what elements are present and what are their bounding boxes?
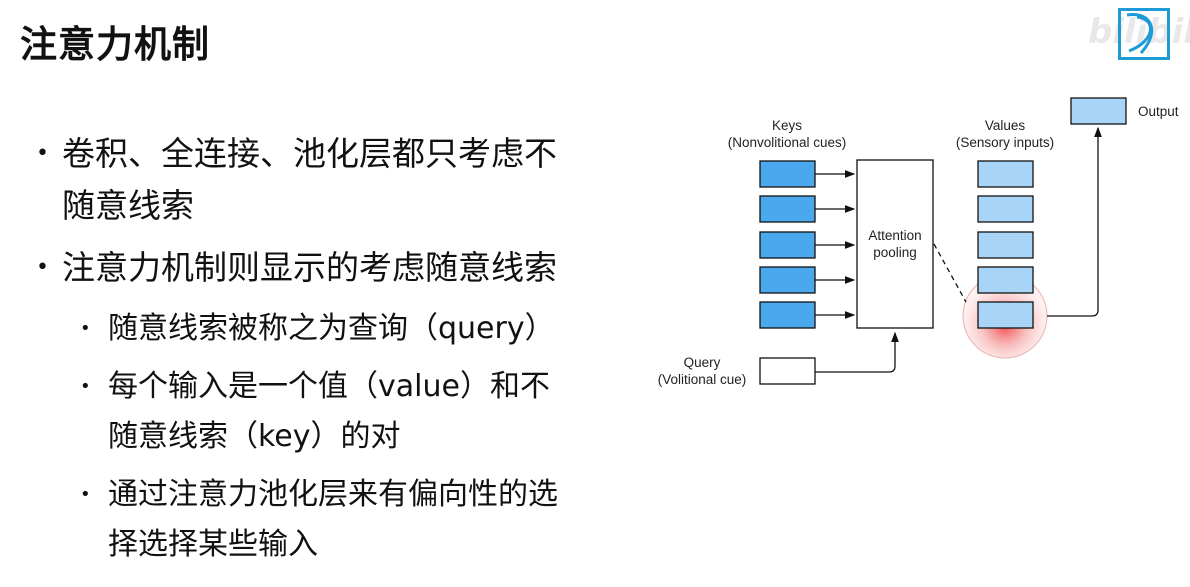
bullet-text-line: 每个输入是一个值（value）和不 bbox=[108, 369, 550, 404]
bullet-item: • 注意力机制则显示的考虑随意线索 bbox=[30, 242, 650, 294]
value-box bbox=[977, 266, 1034, 294]
sub-bullet-item: • 通过注意力池化层来有偏向性的选 择选择某些输入 bbox=[30, 470, 650, 570]
query-arrow bbox=[815, 331, 899, 373]
output-arrow bbox=[1047, 126, 1102, 317]
bullet-item: • 卷积、全连接、池化层都只考虑不 随意线索 bbox=[30, 128, 650, 232]
key-box bbox=[759, 266, 816, 294]
keys-label: Keys bbox=[772, 118, 802, 133]
bullet-text-line: 卷积、全连接、池化层都只考虑不 bbox=[62, 134, 557, 173]
bullet-list: • 卷积、全连接、池化层都只考虑不 随意线索 • 注意力机制则显示的考虑随意线索… bbox=[30, 128, 650, 578]
bullet-text-line: 择选择某些输入 bbox=[108, 527, 318, 562]
bullet-text-line: 随意线索（key）的对 bbox=[108, 419, 401, 454]
bullet-dot-icon: • bbox=[80, 376, 91, 397]
output-label: Output bbox=[1138, 104, 1179, 119]
output-box bbox=[1070, 97, 1127, 125]
bullet-text-line: 注意力机制则显示的考虑随意线索 bbox=[62, 248, 557, 287]
bullet-text-line: 随意线索被称之为查询（query） bbox=[108, 311, 555, 346]
query-sublabel: (Volitional cue) bbox=[658, 372, 747, 387]
sub-bullet-item: • 随意线索被称之为查询（query） bbox=[30, 304, 650, 354]
slide-title: 注意力机制 bbox=[20, 23, 210, 66]
bullet-dot-icon: • bbox=[36, 255, 49, 280]
pooling-label-line1: Attention bbox=[868, 228, 921, 243]
bullet-text-line: 随意线索 bbox=[62, 186, 194, 225]
key-box bbox=[759, 160, 816, 188]
pooling-label-line2: pooling bbox=[873, 245, 917, 260]
dashed-attention-line bbox=[933, 243, 967, 303]
values-group bbox=[977, 160, 1034, 329]
key-box bbox=[759, 301, 816, 329]
value-box bbox=[977, 160, 1034, 188]
bullet-dot-icon: • bbox=[36, 141, 49, 166]
value-box-highlighted bbox=[977, 301, 1034, 329]
bilibili-logo-icon bbox=[1118, 8, 1170, 60]
values-label: Values bbox=[985, 118, 1026, 133]
value-box bbox=[977, 195, 1034, 223]
keys-group bbox=[759, 160, 856, 329]
key-box bbox=[759, 231, 816, 259]
bullet-text-line: 通过注意力池化层来有偏向性的选 bbox=[108, 477, 558, 512]
keys-sublabel: (Nonvolitional cues) bbox=[728, 135, 847, 150]
bullet-dot-icon: • bbox=[80, 318, 91, 339]
query-label: Query bbox=[684, 355, 721, 370]
key-box bbox=[759, 195, 816, 223]
value-box bbox=[977, 231, 1034, 259]
attention-pooling-box bbox=[856, 159, 934, 329]
bullet-dot-icon: • bbox=[80, 484, 91, 505]
sub-bullet-item: • 每个输入是一个值（value）和不 随意线索（key）的对 bbox=[30, 362, 650, 462]
query-box bbox=[759, 357, 816, 385]
values-sublabel: (Sensory inputs) bbox=[956, 135, 1054, 150]
